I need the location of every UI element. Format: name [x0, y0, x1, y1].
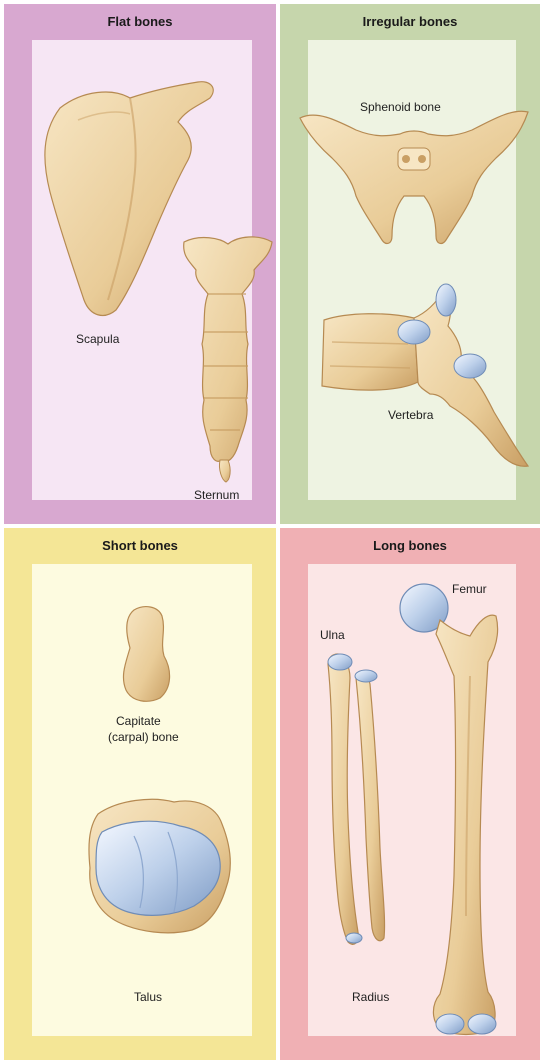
- flat-bones-title: Flat bones: [4, 14, 276, 29]
- short-bones-title: Short bones: [4, 538, 276, 553]
- capitate-illustration: [120, 604, 176, 704]
- radius-label: Radius: [352, 990, 389, 1005]
- short-bones-panel: Short bones Capitate (carpal) bone Talus: [4, 528, 276, 1060]
- capitate-label-line2: (carpal) bone: [108, 730, 179, 745]
- long-bones-title: Long bones: [280, 538, 540, 553]
- irregular-bones-panel: Irregular bones Sphenoid bone Vertebra: [280, 4, 540, 524]
- vertebra-label: Vertebra: [388, 408, 433, 423]
- talus-illustration: [84, 796, 234, 936]
- irregular-bones-title: Irregular bones: [280, 14, 540, 29]
- ulna-radius-illustration: [320, 648, 390, 948]
- sternum-illustration: [180, 232, 276, 484]
- long-bones-panel: Long bones Ulna Femur Radius: [280, 528, 540, 1060]
- scapula-label: Scapula: [76, 332, 119, 347]
- sphenoid-illustration: [296, 100, 532, 248]
- capitate-label-line1: Capitate: [116, 714, 161, 729]
- femur-illustration: [396, 576, 516, 1040]
- sternum-label: Sternum: [194, 488, 239, 503]
- flat-bones-panel: Flat bones Scapula Sternum: [4, 4, 276, 524]
- talus-label: Talus: [134, 990, 162, 1005]
- ulna-label: Ulna: [320, 628, 345, 643]
- vertebra-illustration: [318, 282, 532, 470]
